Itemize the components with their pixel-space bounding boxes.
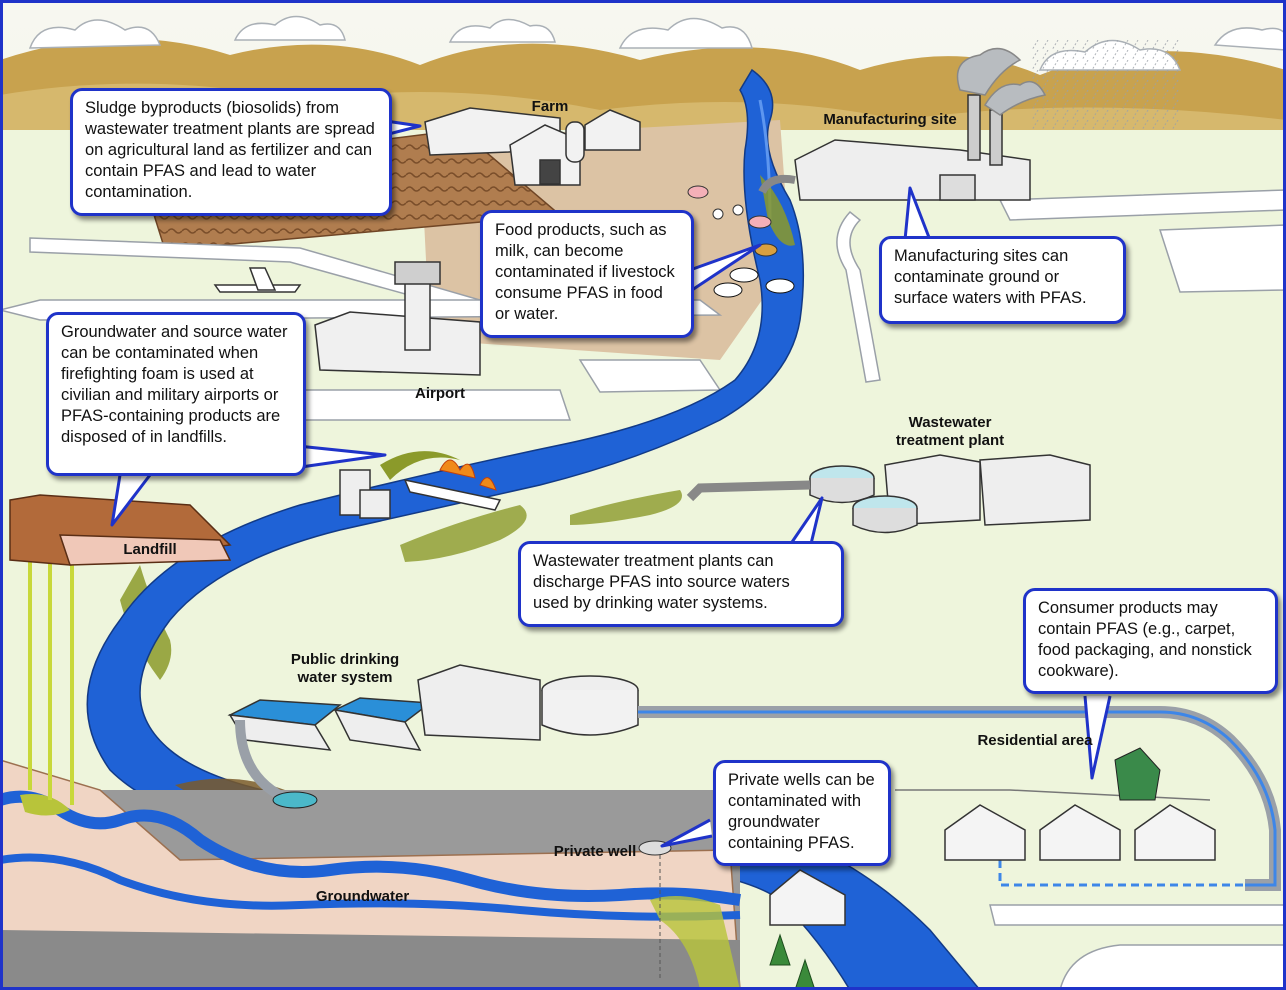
callout-manufacturing: Manufacturing sites can contaminate grou… xyxy=(879,236,1126,324)
manufacturing-plume xyxy=(760,175,795,246)
airport-plume xyxy=(400,505,527,562)
trees xyxy=(769,933,816,990)
river xyxy=(86,68,981,990)
manufacturing-buildings xyxy=(794,47,1047,201)
parking xyxy=(989,904,1286,990)
playground xyxy=(1114,747,1161,801)
wastewater-buildings xyxy=(809,454,1091,534)
livestock xyxy=(687,185,795,298)
airplane xyxy=(213,267,302,293)
callout-sludge: Sludge byproducts (biosolids) from waste… xyxy=(70,88,392,216)
water-flow xyxy=(638,710,1277,887)
label-airport: Airport xyxy=(415,385,465,402)
service-lines xyxy=(998,860,1245,887)
callout-wastewater: Wastewater treatment plants can discharg… xyxy=(518,541,844,627)
airport-fire-scene xyxy=(339,451,502,519)
rain xyxy=(1030,40,1180,135)
wastewater-plume xyxy=(570,490,682,525)
airport-terminal xyxy=(314,261,481,376)
label-landfill: Landfill xyxy=(123,541,177,558)
landfill-mound xyxy=(9,494,232,566)
leachate-lines xyxy=(28,555,74,805)
outfall-pipe xyxy=(758,174,796,194)
label-groundwater: Groundwater xyxy=(315,888,410,905)
label-manufacturing-site: Manufacturing site xyxy=(823,111,957,128)
intake xyxy=(272,791,318,809)
label-farm: Farm xyxy=(531,98,569,115)
label-residential-area: Residential area xyxy=(977,732,1093,749)
discharge-pipe xyxy=(686,480,811,502)
label-public-drinking-water: Public drinking water system xyxy=(290,651,400,686)
callout-groundwater: Groundwater and source water can be cont… xyxy=(46,312,306,476)
label-private-well: Private well xyxy=(553,843,637,860)
farm-buildings xyxy=(424,107,641,186)
drinking-water-plant xyxy=(227,664,639,751)
callout-private-wells: Private wells can be contaminated with g… xyxy=(713,760,891,866)
houses xyxy=(769,804,1216,926)
callout-food-products: Food products, such as milk, can become … xyxy=(480,210,694,338)
label-wastewater-plant: Wastewater treatment plant xyxy=(895,414,1005,449)
groundwater-section xyxy=(0,759,741,990)
callout-consumer-products: Consumer products may contain PFAS (e.g.… xyxy=(1023,588,1278,694)
